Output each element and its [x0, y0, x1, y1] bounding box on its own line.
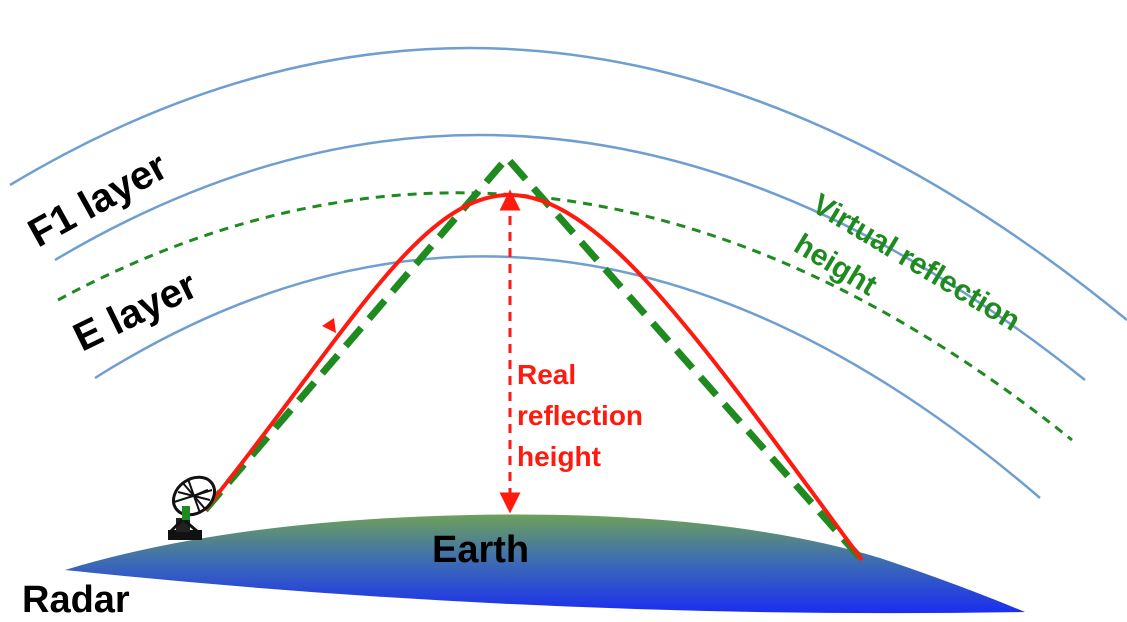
real-reflection-label-line2: reflection	[517, 400, 643, 431]
e-layer-boundary	[94, 255, 1041, 499]
f1-layer-lower-boundary	[54, 133, 1086, 381]
radar-label: Radar	[22, 579, 130, 621]
earth-label: Earth	[432, 529, 529, 571]
real-reflection-label-line1: Real	[517, 359, 576, 390]
radar-dish-icon	[168, 475, 216, 540]
f1-layer-upper-boundary	[9, 46, 1127, 321]
earth-surface	[65, 514, 1025, 614]
real-reflection-label-line3: height	[517, 441, 601, 472]
e-layer-label: E layer	[67, 263, 204, 360]
virtual-ray-path	[202, 152, 865, 563]
ray-direction-arrowhead	[322, 318, 336, 333]
virtual-reflection-height-curve	[57, 191, 1073, 442]
f1-layer-label: F1 layer	[21, 144, 175, 256]
